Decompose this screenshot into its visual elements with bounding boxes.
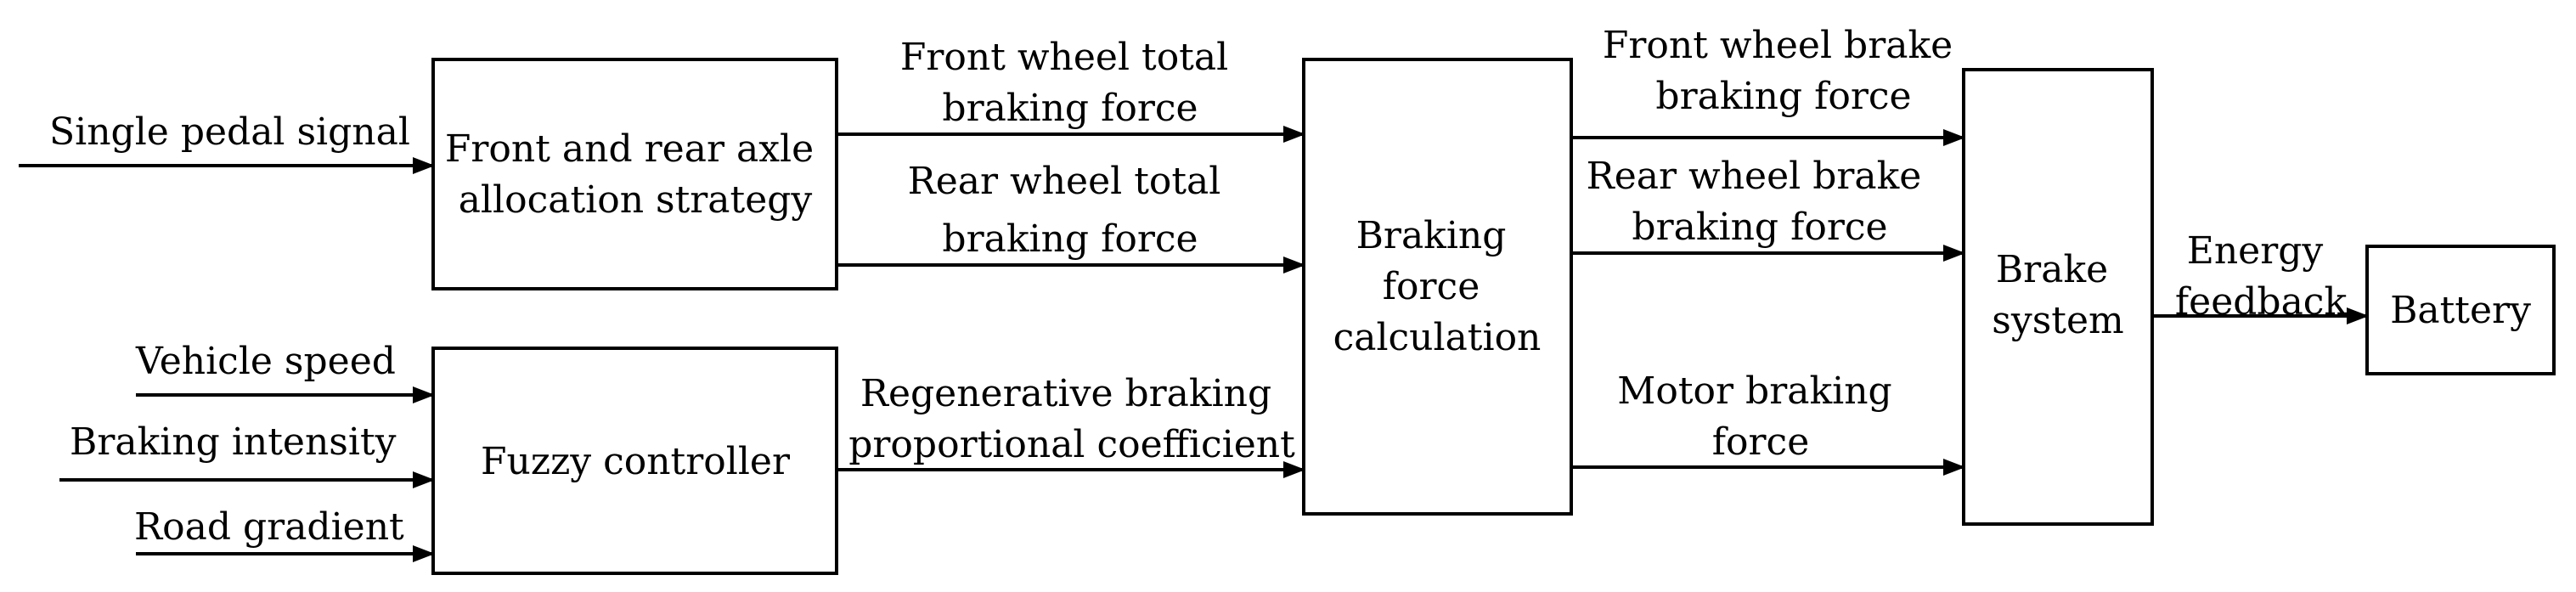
vehicle-speed-label: Vehicle speed	[135, 340, 396, 383]
allocation-strategy-label: Front and rear axle allocation strategy	[445, 127, 826, 222]
rear-brake-line-1: Rear wheel brake	[1587, 155, 1922, 198]
allocation-strategy-box	[431, 58, 838, 290]
regen-line-1: Regenerative braking	[860, 372, 1271, 415]
braking-intensity-label: Braking intensity	[70, 420, 397, 464]
pedal-signal-label: Single pedal signal	[49, 110, 410, 154]
regen-line-2: proportional coefficient	[848, 423, 1295, 466]
fuzzy-controller-line-1: Fuzzy controller	[481, 440, 791, 483]
allocation-strategy-line-1: Front and rear axle	[445, 127, 814, 171]
front-total-force-label: Front wheel total braking force	[900, 36, 1240, 130]
energy-line-1: Energy	[2187, 229, 2324, 273]
motor-line-2: force	[1712, 420, 1810, 464]
rear-total-line-1: Rear wheel total	[908, 160, 1221, 203]
calculation-line-3: calculation	[1333, 316, 1542, 359]
allocation-strategy-line-2: allocation strategy	[459, 178, 813, 222]
front-brake-force-label: Front wheel brake braking force	[1603, 24, 1964, 118]
calculation-line-1: Braking	[1356, 214, 1507, 257]
energy-line-2: feedback	[2175, 280, 2348, 324]
motor-line-1: Motor braking	[1617, 369, 1891, 413]
rear-brake-force-label: Rear wheel brake braking force	[1587, 155, 1934, 249]
brake-system-line-1: Brake	[1996, 248, 2108, 291]
braking-force-calculation-label: Braking force calculation	[1333, 214, 1542, 359]
battery-line-1: Battery	[2390, 289, 2531, 332]
fuzzy-controller-box	[431, 347, 838, 575]
braking-force-calculation-box	[1302, 58, 1573, 516]
front-brake-line-1: Front wheel brake	[1603, 24, 1953, 67]
front-total-line-2: braking force	[942, 87, 1198, 130]
road-gradient-label: Road gradient	[134, 505, 404, 549]
battery-box	[2365, 245, 2556, 375]
front-total-line-1: Front wheel total	[900, 36, 1228, 79]
rear-total-line-2: braking force	[942, 217, 1198, 261]
rear-total-force-label: Rear wheel total braking force	[908, 160, 1233, 261]
front-brake-line-2: braking force	[1655, 75, 1911, 118]
rear-brake-line-2: braking force	[1632, 206, 1887, 249]
motor-force-label: Motor braking force	[1617, 369, 1903, 464]
brake-system-label: Brake system	[1992, 248, 2123, 342]
brake-system-box	[1962, 68, 2154, 526]
fuzzy-controller-label: Fuzzy controller	[481, 440, 791, 483]
battery-label: Battery	[2390, 289, 2531, 332]
regen-coefficient-label: Regenerative braking proportional coeffi…	[848, 372, 1295, 466]
brake-system-line-2: system	[1992, 299, 2123, 342]
energy-feedback-label: Energy feedback	[2175, 229, 2348, 324]
calculation-line-2: force	[1383, 265, 1480, 308]
